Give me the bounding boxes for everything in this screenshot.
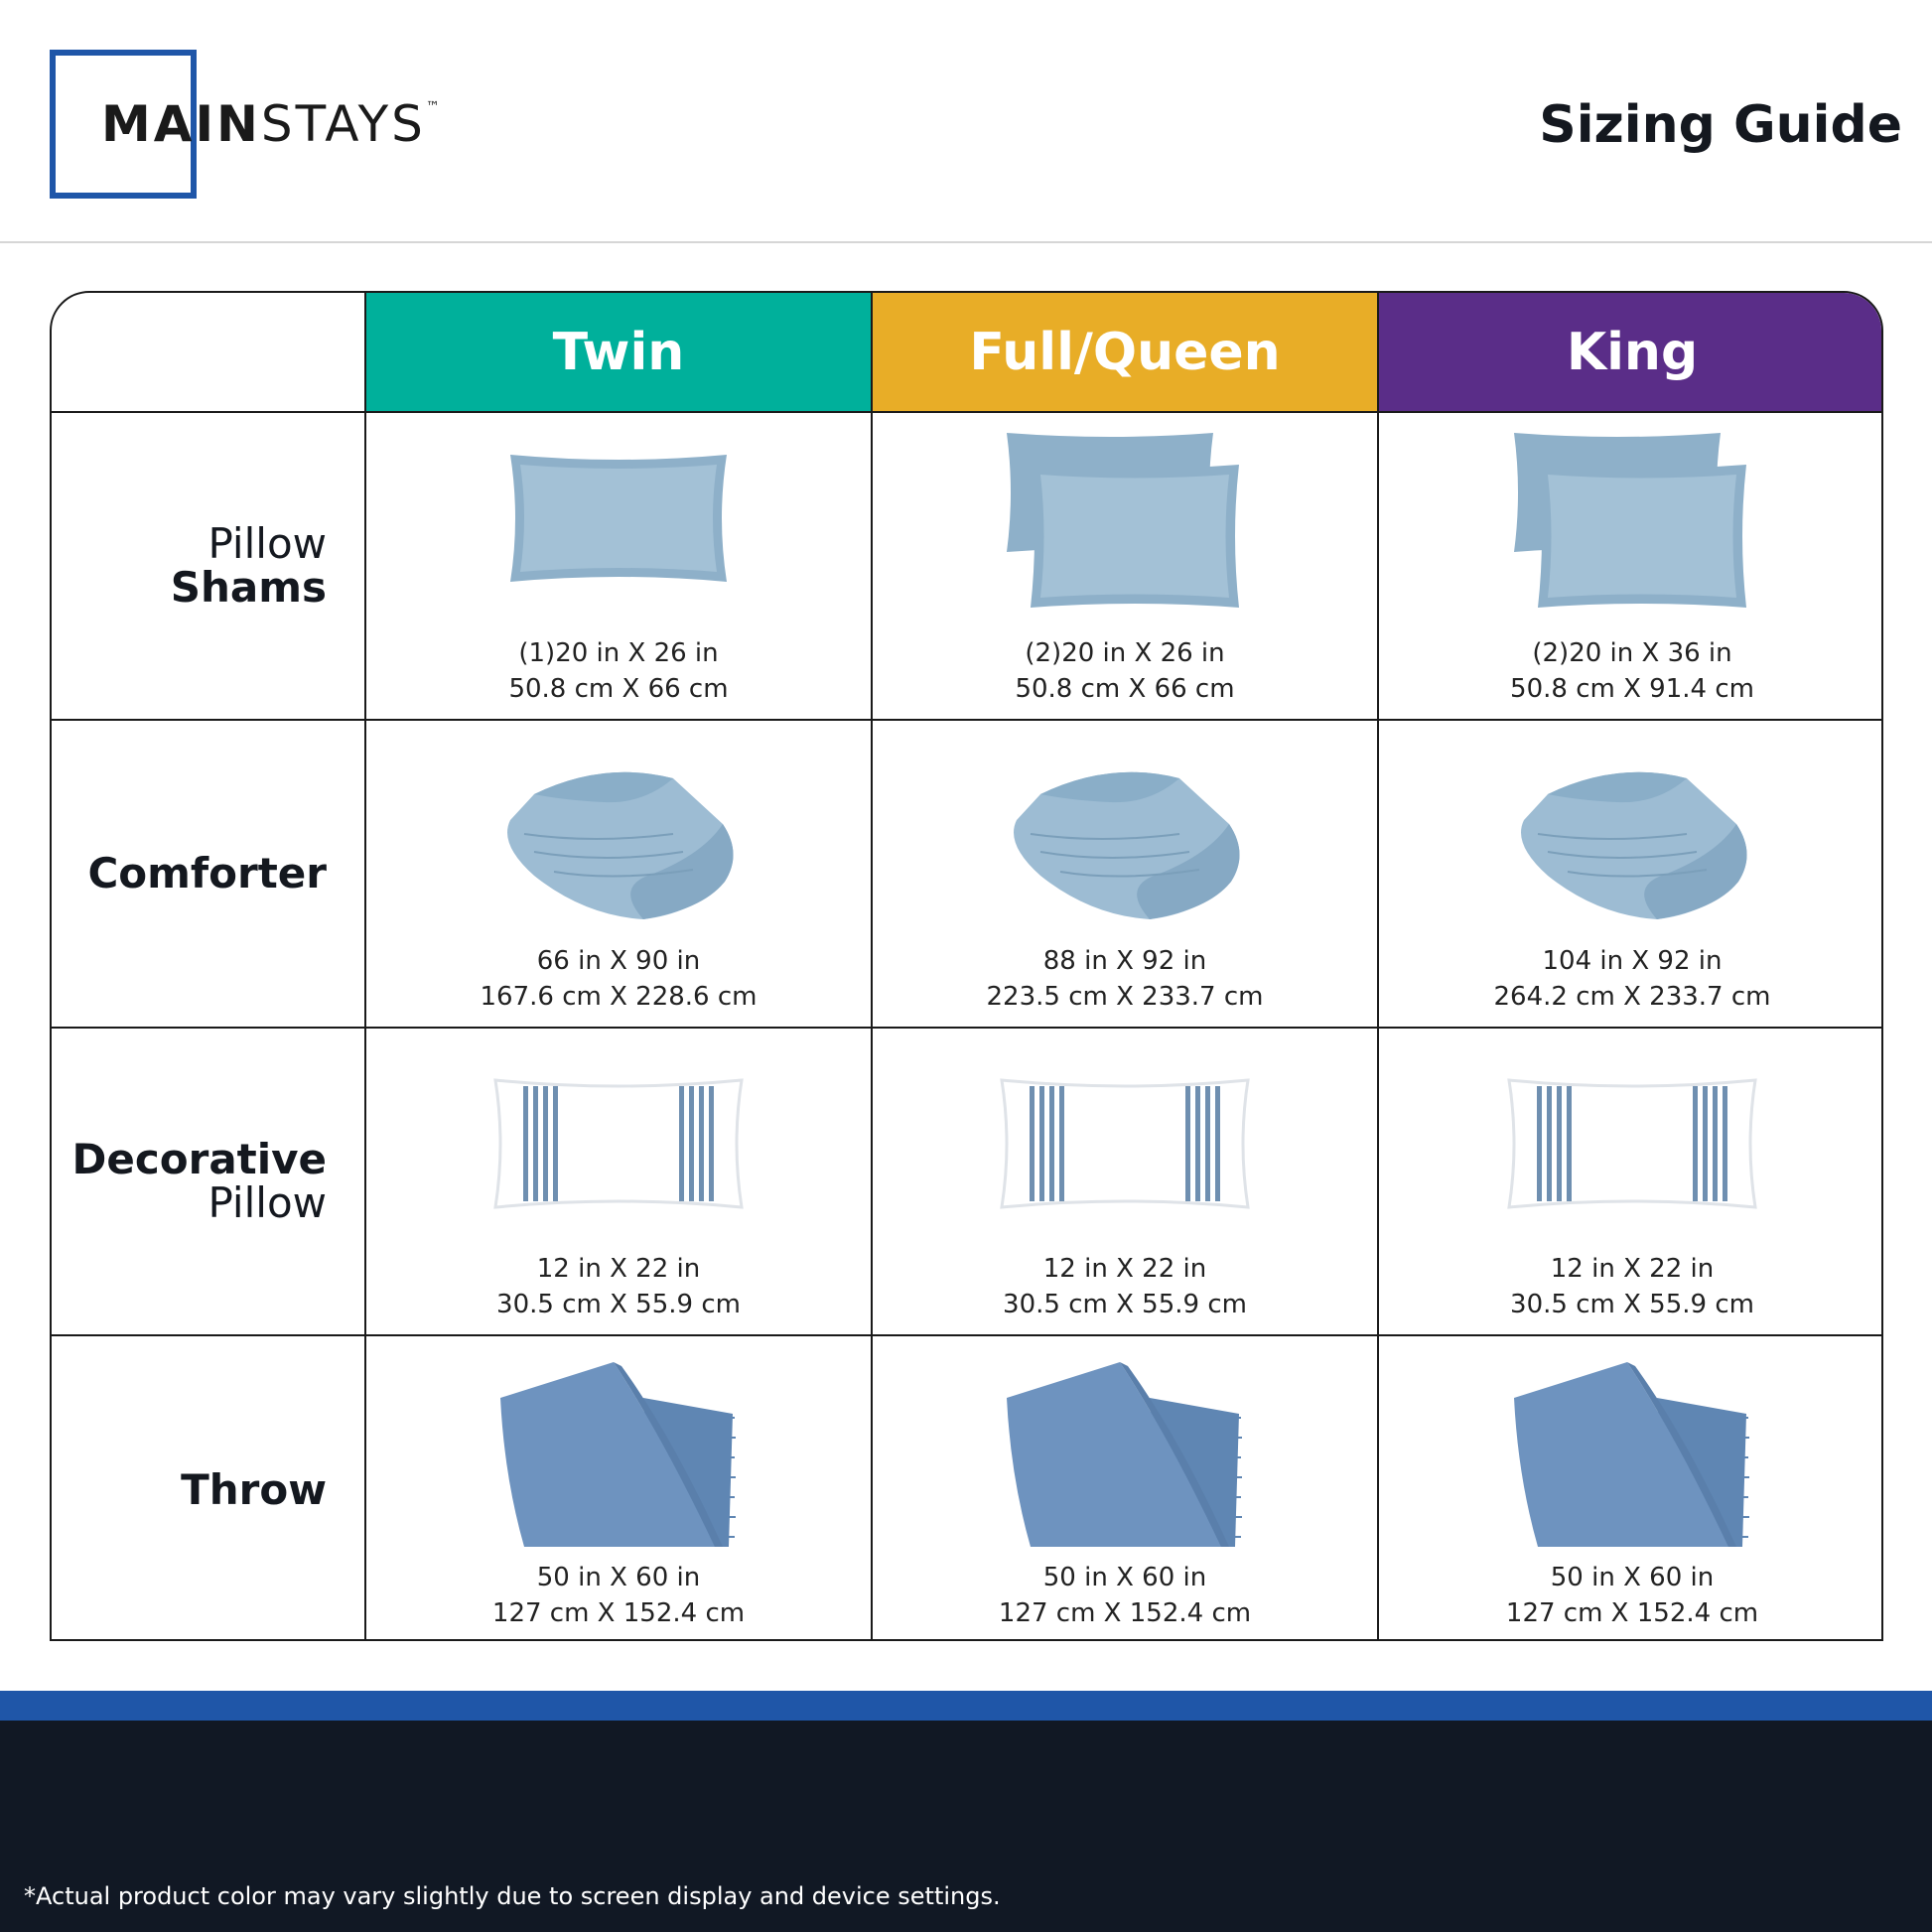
dimensions: (2)20 in X 36 in 50.8 cm X 91.4 cm [1379,635,1881,707]
dimension-cm: 223.5 cm X 233.7 cm [986,982,1264,1012]
dimension-inches: 66 in X 90 in [536,946,701,976]
dimension-cm: 30.5 cm X 55.9 cm [1510,1290,1754,1319]
cell-throw-full-queen: 50 in X 60 in 127 cm X 152.4 cm [873,1336,1379,1639]
dimension-inches: 12 in X 22 in [1042,1254,1207,1284]
column-header-full-queen: Full/Queen [873,293,1379,413]
brand-logo: MAINSTAYS™ [101,95,440,153]
dimensions: 50 in X 60 in 127 cm X 152.4 cm [1379,1560,1881,1631]
cell-decorative-pillow-twin: 12 in X 22 in 30.5 cm X 55.9 cm [366,1029,873,1336]
row-label-pillow-shams: Pillow Shams [52,413,366,721]
cell-throw-king: 50 in X 60 in 127 cm X 152.4 cm [1379,1336,1881,1639]
column-header-king: King [1379,293,1881,413]
pillow-sham-icon [1007,433,1239,608]
dimension-cm: 30.5 cm X 55.9 cm [1003,1290,1247,1319]
row-label-comforter: Comforter [52,721,366,1029]
dimensions: 12 in X 22 in 30.5 cm X 55.9 cm [873,1251,1377,1322]
column-header-twin: Twin [366,293,873,413]
dimension-inches: 88 in X 92 in [1042,946,1207,976]
comforter-icon [507,771,734,919]
row-label-light: Pillow [207,519,327,568]
dimensions: 50 in X 60 in 127 cm X 152.4 cm [873,1560,1377,1631]
row-label-strong: Throw [181,1464,327,1514]
dimension-inches: 50 in X 60 in [1042,1563,1207,1592]
disclaimer: *Actual product color may vary slightly … [24,1882,1001,1910]
row-label-strong: Shams [170,563,327,612]
logo-trademark: ™ [425,99,440,115]
cell-decorative-pillow-full-queen: 12 in X 22 in 30.5 cm X 55.9 cm [873,1029,1379,1336]
cell-throw-twin: 50 in X 60 in 127 cm X 152.4 cm [366,1336,873,1639]
logo-frame [50,50,197,199]
cell-comforter-king: 104 in X 92 in 264.2 cm X 233.7 cm [1379,721,1881,1029]
dimensions: 12 in X 22 in 30.5 cm X 55.9 cm [1379,1251,1881,1322]
row-label-light: Pillow [207,1178,327,1227]
row-label-strong: Decorative [71,1135,328,1183]
dimension-inches: (1)20 in X 26 in [518,638,719,668]
footer [0,1721,1932,1932]
comforter-icon [1014,771,1240,919]
row-label-decorative-pillow: Decorative Pillow [52,1029,366,1336]
throw-blanket-icon [1514,1362,1749,1547]
row-label-throw: Throw [52,1336,366,1639]
corner-cell [52,293,366,413]
dimension-inches: 104 in X 92 in [1542,946,1723,976]
decorative-pillow-icon [1000,1078,1250,1209]
sizing-table: Twin Full/Queen King Pillow Shams (1)20 … [50,291,1883,1641]
header: MAINSTAYS™ Sizing Guide [0,0,1932,243]
cell-pillow-shams-king: (2)20 in X 36 in 50.8 cm X 91.4 cm [1379,413,1881,721]
footer-accent-band [0,1691,1932,1721]
dimension-cm: 50.8 cm X 91.4 cm [1510,674,1754,704]
dimensions: 12 in X 22 in 30.5 cm X 55.9 cm [366,1251,871,1322]
dimensions: (1)20 in X 26 in 50.8 cm X 66 cm [366,635,871,707]
dimension-inches: 12 in X 22 in [1550,1254,1715,1284]
dimension-cm: 50.8 cm X 66 cm [1015,674,1235,704]
comforter-icon [1521,771,1747,919]
throw-blanket-icon [500,1362,736,1547]
pillow-sham-icon [510,455,727,582]
decorative-pillow-icon [493,1078,744,1209]
dimension-cm: 127 cm X 152.4 cm [1505,1598,1759,1628]
logo-main: MAIN [101,95,261,153]
dimension-inches: (2)20 in X 36 in [1532,638,1732,668]
dimension-cm: 127 cm X 152.4 cm [998,1598,1252,1628]
dimensions: (2)20 in X 26 in 50.8 cm X 66 cm [873,635,1377,707]
dimensions: 104 in X 92 in 264.2 cm X 233.7 cm [1379,943,1881,1015]
row-label-strong: Comforter [87,849,327,897]
dimension-cm: 127 cm X 152.4 cm [491,1598,746,1628]
cell-pillow-shams-twin: (1)20 in X 26 in 50.8 cm X 66 cm [366,413,873,721]
cell-pillow-shams-full-queen: (2)20 in X 26 in 50.8 cm X 66 cm [873,413,1379,721]
throw-blanket-icon [1007,1362,1242,1547]
header-divider [0,241,1932,243]
dimension-cm: 50.8 cm X 66 cm [508,674,729,704]
dimension-inches: 50 in X 60 in [1550,1563,1715,1592]
dimensions: 88 in X 92 in 223.5 cm X 233.7 cm [873,943,1377,1015]
dimensions: 66 in X 90 in 167.6 cm X 228.6 cm [366,943,871,1015]
cell-decorative-pillow-king: 12 in X 22 in 30.5 cm X 55.9 cm [1379,1029,1881,1336]
pillow-sham-icon [1514,433,1746,608]
decorative-pillow-icon [1507,1078,1757,1209]
dimension-cm: 264.2 cm X 233.7 cm [1493,982,1771,1012]
dimensions: 50 in X 60 in 127 cm X 152.4 cm [366,1560,871,1631]
dimension-inches: 50 in X 60 in [536,1563,701,1592]
cell-comforter-twin: 66 in X 90 in 167.6 cm X 228.6 cm [366,721,873,1029]
logo-rest: STAYS [260,95,426,153]
dimension-inches: (2)20 in X 26 in [1025,638,1225,668]
dimension-cm: 167.6 cm X 228.6 cm [480,982,758,1012]
cell-comforter-full-queen: 88 in X 92 in 223.5 cm X 233.7 cm [873,721,1379,1029]
dimension-cm: 30.5 cm X 55.9 cm [496,1290,741,1319]
page-title: Sizing Guide [1539,95,1902,155]
dimension-inches: 12 in X 22 in [536,1254,701,1284]
